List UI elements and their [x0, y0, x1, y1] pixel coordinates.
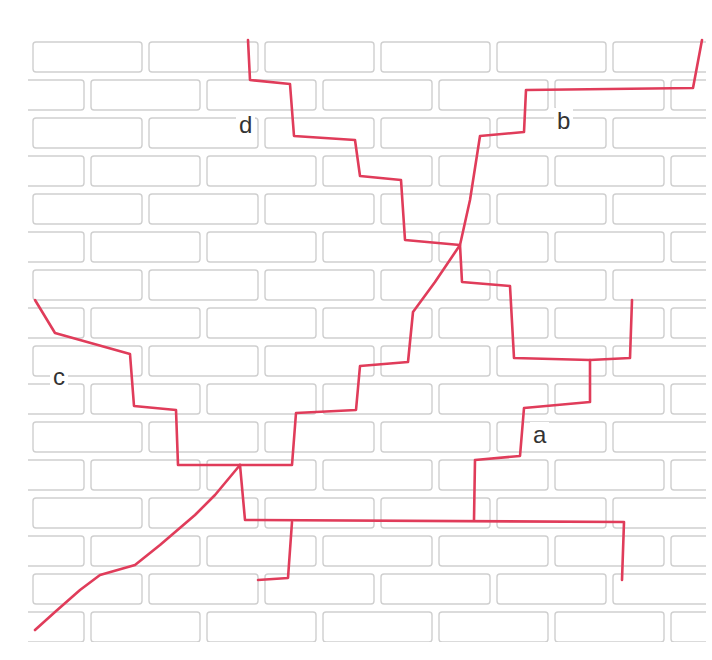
crack-a-branch	[590, 300, 632, 360]
crack-label: c	[50, 364, 68, 390]
crack-bottom-branch	[258, 522, 292, 580]
brick-pattern	[28, 38, 706, 642]
crack-diagonal	[35, 465, 240, 630]
crack-c	[35, 300, 240, 465]
crack-lines	[35, 40, 702, 630]
crack-bottom	[240, 465, 624, 580]
crack-label: a	[530, 422, 549, 448]
crack-b	[240, 40, 702, 465]
crack-d	[248, 40, 590, 520]
crack-label: b	[554, 108, 573, 134]
crack-label: d	[236, 112, 255, 138]
